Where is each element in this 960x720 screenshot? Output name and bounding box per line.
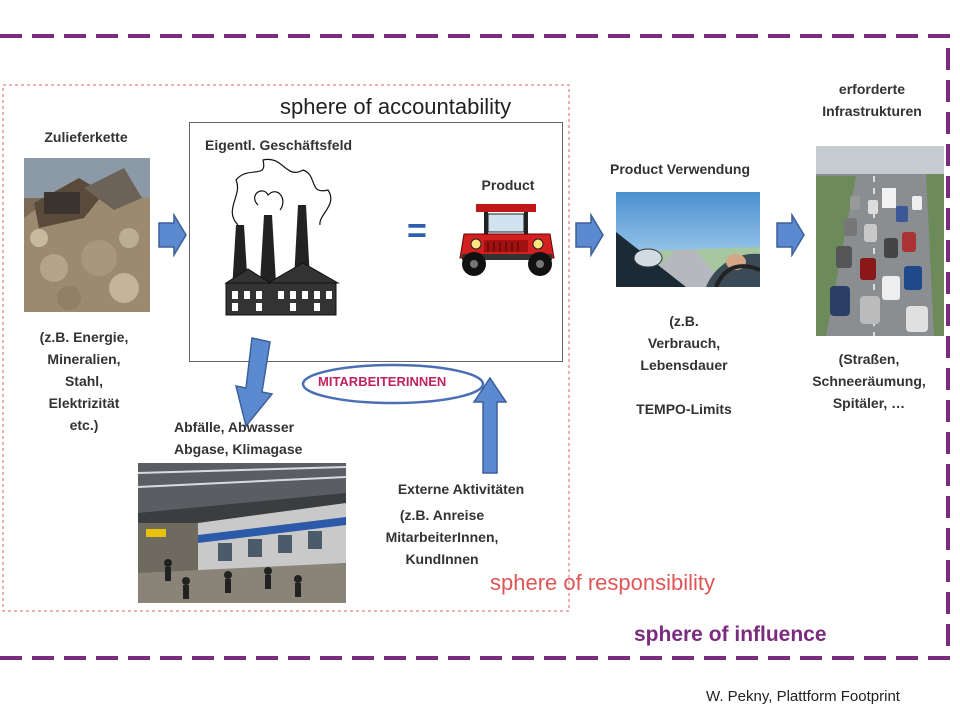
equals-sign: =: [407, 212, 427, 250]
sphere-of-accountability-box: [189, 122, 563, 362]
product-use-examples: (z.B. Verbrauch, Lebensdauer TEMPO-Limit…: [636, 313, 732, 417]
product-label: Product: [481, 177, 535, 193]
employees-label: MITARBEITERINNEN: [318, 374, 447, 389]
arrow-external: [472, 376, 508, 474]
arrow-business-to-use: [575, 213, 604, 257]
sphere-of-responsibility-label: sphere of responsibility: [490, 570, 716, 595]
highway-photo: [816, 146, 944, 336]
arrow-supply-to-business: [158, 213, 187, 257]
sphere-of-accountability-label: sphere of accountability: [280, 94, 512, 119]
sphere-of-influence-label: sphere of influence: [634, 623, 827, 646]
employees-ellipse: [301, 363, 485, 405]
factory-icon: [224, 158, 340, 316]
infrastructure-title: erforderte Infrastrukturen: [822, 81, 922, 119]
footer-credit: W. Pekny, Plattform Footprint: [706, 688, 900, 705]
quarry-photo: [24, 158, 150, 312]
jeep-icon: [459, 204, 555, 276]
waste-label: Abfälle, Abwasser Abgase, Klimagase: [174, 419, 303, 457]
supply-chain-examples: (z.B. Energie, Mineralien, Stahl, Elektr…: [39, 329, 129, 433]
external-activities-title: Externe Aktivitäten: [397, 481, 525, 497]
external-activities-examples: (z.B. Anreise MitarbeiterInnen, KundInne…: [385, 507, 499, 567]
driving-photo: [616, 192, 760, 287]
arrow-use-to-infrastructure: [776, 213, 805, 257]
subway-photo: [138, 463, 346, 603]
arrow-waste: [234, 337, 274, 428]
infrastructure-examples: (Straßen, Schneeräumung, Spitäler, …: [812, 351, 926, 411]
supply-chain-title: Zulieferkette: [44, 129, 128, 145]
product-use-title: Product Verwendung: [609, 161, 750, 177]
business-field-title: Eigentl. Geschäftsfeld: [205, 137, 353, 153]
